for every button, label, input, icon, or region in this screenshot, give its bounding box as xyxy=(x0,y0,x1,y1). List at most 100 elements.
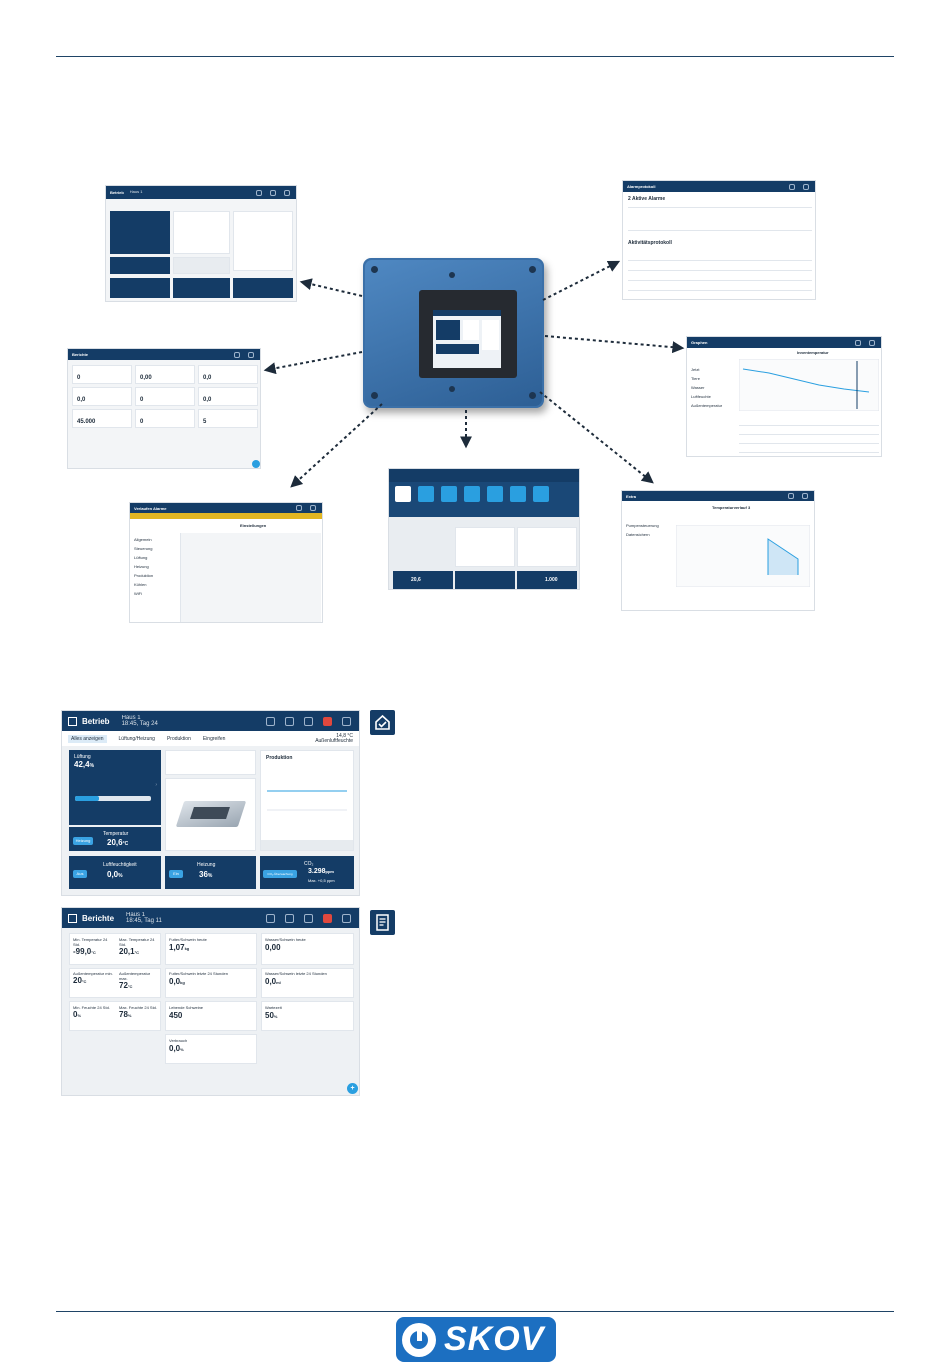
thumb-settings-item-1[interactable]: Allgemein xyxy=(134,537,152,542)
thumb-climate-card-7: 45.000 xyxy=(77,419,96,425)
airflow-value: 42,4 xyxy=(74,760,90,769)
thumb-climate-card-2: 0,00 xyxy=(140,375,152,381)
report-card-7-label: Futter/Schwein letzte 24 Stunden xyxy=(169,971,228,976)
report-card-9-label: Min. Feuchte 24 Std. xyxy=(73,1005,110,1010)
logo-mark-icon xyxy=(402,1322,436,1357)
tab-ventilation[interactable]: Lüftung/Heizung xyxy=(118,735,155,742)
report-card-7-value: 0,0 xyxy=(169,977,181,986)
production-card[interactable]: Produktion xyxy=(260,750,354,851)
thumb-extra-side-1[interactable]: Pumpensteuerung xyxy=(626,523,659,528)
thumb-operation: Betrieb Haus 1 xyxy=(105,185,297,302)
thumb-alarms: Alarmprotokoll 2 Aktive Alarme Aktivität… xyxy=(622,180,816,300)
co2-unit: ppm xyxy=(325,869,334,874)
heating-pill: Ein xyxy=(169,870,183,878)
thumb-graphs-side-5[interactable]: Außentemperatur xyxy=(691,403,723,408)
checkmark-house-icon xyxy=(370,710,395,735)
thumb-settings-item-6[interactable]: Kühlen xyxy=(134,582,147,587)
co2-value: 3.298 xyxy=(308,868,326,875)
report-card-1-label: Min. Temperatur 24 Std. xyxy=(73,937,108,947)
thumb-climate-card-4: 0,0 xyxy=(77,397,86,403)
thumb-settings-title: Verlaufen Alarme xyxy=(134,505,167,511)
operation-day: 18:45, Tag 24 xyxy=(121,721,158,727)
thumb-graphs-side-2[interactable]: Tiere xyxy=(691,376,700,381)
report-card-1-unit: °C xyxy=(91,950,96,955)
humidity-value: 0,0 xyxy=(107,870,119,879)
controller-device xyxy=(363,258,544,408)
alarm-bell-icon[interactable] xyxy=(323,716,332,726)
fan-icon[interactable] xyxy=(304,716,313,726)
report-card-12-unit: % xyxy=(273,1014,278,1019)
thumb-extra-side-2[interactable]: Datensichern xyxy=(626,532,650,537)
report-card-13-value: 0,0 xyxy=(169,1044,181,1053)
thumb-graphs-title: Graphen xyxy=(691,340,708,345)
home-icon[interactable] xyxy=(266,716,275,726)
reports-clock-icon[interactable] xyxy=(285,913,294,923)
humidity-pill: Aus xyxy=(73,870,87,878)
thumb-climate-card-5: 0 xyxy=(140,397,144,403)
temperature-pill: Heizung xyxy=(73,837,93,845)
report-card-7-unit: kg xyxy=(180,980,185,985)
airflow-label: Lüftung xyxy=(74,754,91,760)
reports-house: Haus 1 xyxy=(126,911,146,918)
report-card-8-value: 0,0 xyxy=(265,977,277,986)
thumb-extra-line xyxy=(676,525,810,587)
reports-home-icon[interactable] xyxy=(266,913,275,923)
reports-day: 18:45, Tag 11 xyxy=(126,918,162,924)
heating-card[interactable]: Heizung 36% Ein xyxy=(165,856,256,889)
reports-alarm-icon[interactable] xyxy=(323,913,332,923)
report-card-12-label: Wartezeit xyxy=(265,1005,282,1010)
reports-fab-button[interactable]: + xyxy=(347,1083,358,1094)
fan-status-card[interactable] xyxy=(165,750,256,775)
report-card-10-value: 78 xyxy=(119,1010,128,1019)
device-screen xyxy=(433,310,501,368)
thumb-alarms-log: Aktivitätsprotokoll xyxy=(628,240,672,246)
temperature-unit: °C xyxy=(122,841,129,847)
temperature-value: 20,6 xyxy=(107,838,123,847)
thumb-settings-item-7[interactable]: WiFi xyxy=(134,591,142,596)
thumb-climate-card-8: 0 xyxy=(140,419,144,425)
report-card-5-value: 20 xyxy=(73,976,82,985)
report-card-6-unit: °C xyxy=(127,984,133,989)
thumb-graphs-side-1[interactable]: Jetzt xyxy=(691,367,700,372)
temperature-card[interactable]: Temperatur 20,6°C Heizung xyxy=(69,827,161,851)
reports-menu-icon[interactable] xyxy=(68,913,77,923)
heating-value: 36 xyxy=(199,870,208,879)
menu-icon[interactable] xyxy=(68,716,77,726)
production-label: Produktion xyxy=(266,755,293,761)
thumb-settings: Verlaufen Alarme Einstellungen Allgemein… xyxy=(129,502,323,623)
reports-icon[interactable] xyxy=(285,716,294,726)
airflow-card[interactable]: Lüftung 42,4% › xyxy=(69,750,161,825)
co2-card[interactable]: CO₂ 3.298ppm Max. +0,5 ppm CO₂-Überwachu… xyxy=(260,856,354,889)
reports-fan-icon[interactable] xyxy=(304,913,313,923)
thumb-graphs-side-3[interactable]: Wasser xyxy=(691,385,705,390)
report-card-4-label: Wasser/Schwein heute xyxy=(265,937,306,942)
logo-text: SKOV xyxy=(444,1320,545,1358)
thumb-graphs-side-4[interactable]: Luftfeuchte xyxy=(691,394,711,399)
thumb-extra-chart: Temperaturverlauf 3 xyxy=(712,505,751,510)
report-card-8-unit: ml xyxy=(276,980,281,985)
tab-intervene[interactable]: Eingreifen xyxy=(202,735,226,742)
report-card-12-value: 50 xyxy=(265,1011,274,1020)
thumb-climate-fab[interactable] xyxy=(252,460,260,468)
operation-title: Betrieb xyxy=(82,716,110,726)
thumb-climate-card-6: 0,0 xyxy=(203,397,212,403)
connector-arrows xyxy=(263,260,685,488)
report-card-13-unit: % xyxy=(180,1047,184,1052)
thumb-settings-item-3[interactable]: Lüftung xyxy=(134,555,148,560)
thumb-settings-item-5[interactable]: Produktion xyxy=(134,573,154,578)
report-card-11-value: 450 xyxy=(169,1011,183,1020)
reports-hamburger-icon[interactable] xyxy=(342,913,351,923)
airflow-bar xyxy=(75,796,100,801)
thumb-settings-item-2[interactable]: Steuerung xyxy=(134,546,153,551)
hamburger-icon[interactable] xyxy=(342,716,351,726)
humidity-card[interactable]: Luftfeuchtigkeit 0,0% Aus xyxy=(69,856,161,889)
thumb-control-value-b: 1.000 xyxy=(545,577,558,583)
co2-label: CO₂ xyxy=(304,861,314,867)
tab-all[interactable]: Alles anzeigen xyxy=(68,734,107,743)
thumb-extra: Extra Temperaturverlauf 3 Pumpensteuerun… xyxy=(621,490,815,611)
unit-image-card xyxy=(165,778,256,851)
thumb-settings-item-4[interactable]: Heizung xyxy=(134,564,149,569)
tab-production[interactable]: Produktion xyxy=(166,735,191,742)
report-card-9-unit: % xyxy=(77,1013,82,1018)
report-card-6-label: Außentemperatur max. xyxy=(119,971,151,981)
